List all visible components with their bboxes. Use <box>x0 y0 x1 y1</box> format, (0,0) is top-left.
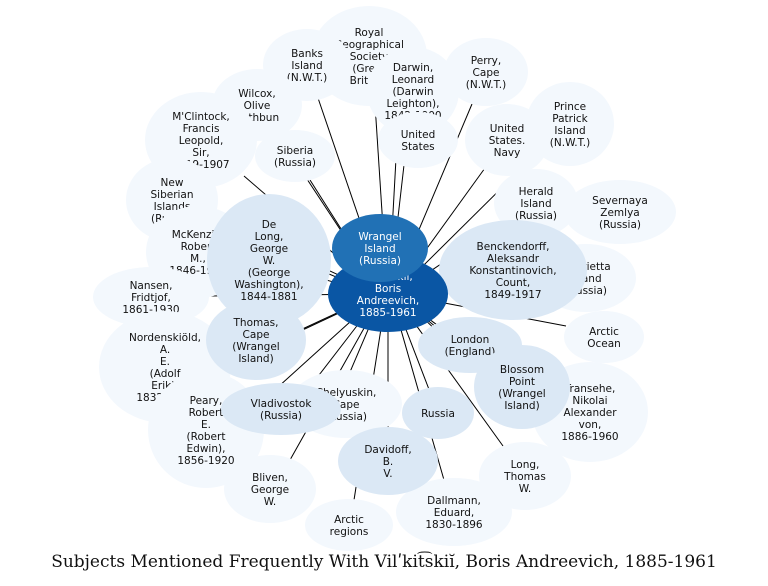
edge-russia <box>401 319 431 393</box>
node-bubble <box>402 387 474 439</box>
node-bubble <box>378 112 458 168</box>
node-bubble <box>465 104 549 176</box>
node-davidoff[interactable]: Davidoff,B.V. <box>338 427 438 495</box>
node-label: Siberia(Russia) <box>274 145 316 169</box>
node-bubble <box>255 130 335 182</box>
node-label: London(England) <box>445 334 496 358</box>
node-dallmann[interactable]: Dallmann,Eduard,1830-1896 <box>396 478 512 546</box>
node-bubble <box>221 383 341 435</box>
node-bubble <box>494 169 578 237</box>
node-bubble <box>396 478 512 546</box>
node-label: Dallmann,Eduard,1830-1896 <box>425 495 483 531</box>
node-bubble <box>93 267 209 327</box>
node-bubble <box>338 427 438 495</box>
node-bubble <box>305 499 393 551</box>
graph-title: Subjects Mentioned Frequently With Vilʹk… <box>51 552 717 572</box>
node-bubble <box>367 47 459 135</box>
node-label: Perry,Cape(N.W.T.) <box>466 55 506 91</box>
node-bubble <box>564 311 644 363</box>
node-bubble <box>439 220 587 320</box>
node-russia[interactable]: Russia <box>402 387 474 439</box>
node-label: Russia <box>421 408 455 420</box>
node-bubble <box>564 180 676 244</box>
node-bubble <box>474 345 570 429</box>
node-bubble <box>332 214 428 282</box>
node-bubble <box>207 194 331 326</box>
node-bubble <box>444 38 528 106</box>
nodes-layer: RoyalGeographicalSociety(GreatBritain)Ba… <box>93 6 676 551</box>
node-perry[interactable]: Perry,Cape(N.W.T.) <box>444 38 528 106</box>
node-bubble <box>224 455 316 523</box>
node-vladivostok[interactable]: Vladivostok(Russia) <box>221 383 341 435</box>
node-siberia[interactable]: Siberia(Russia) <box>255 130 335 182</box>
node-bubble <box>206 300 306 380</box>
node-label: Vladivostok(Russia) <box>251 398 313 422</box>
node-label: Davidoff,B.V. <box>364 444 411 480</box>
